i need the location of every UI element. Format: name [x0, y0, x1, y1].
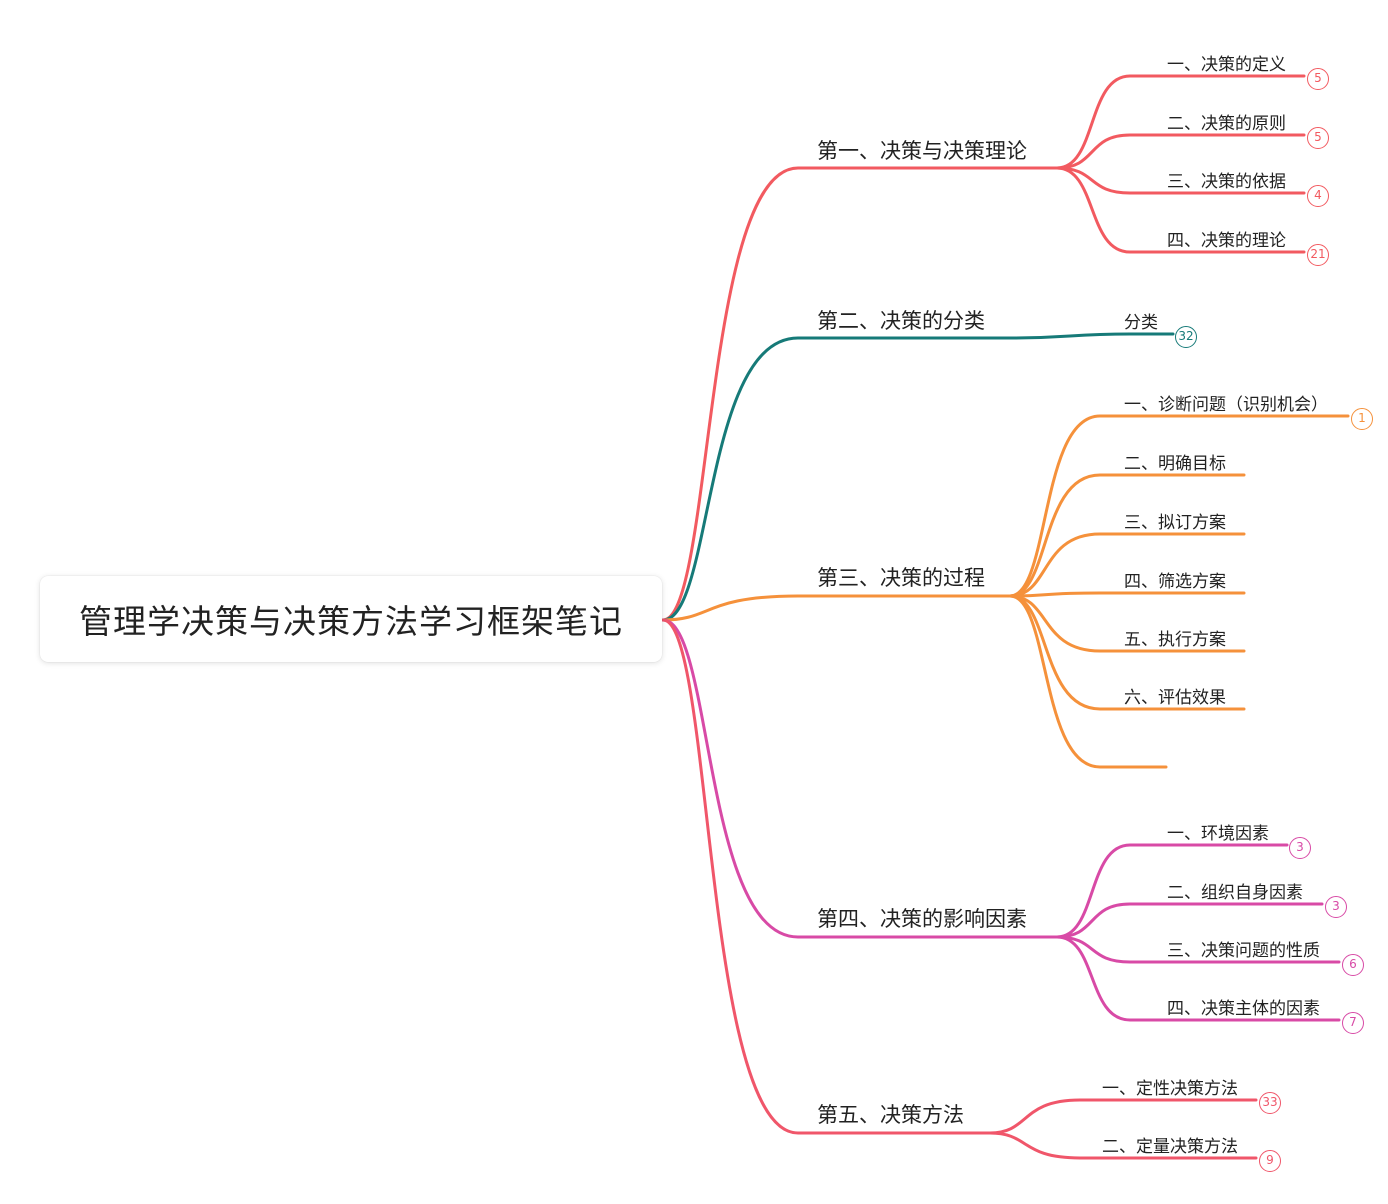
subtopic-connector — [1008, 414, 1350, 598]
subtopic-3-1[interactable]: 一、诊断问题（识别机会） — [1124, 395, 1328, 415]
branch-connector — [661, 594, 1012, 622]
root-topic[interactable]: 管理学决策与决策方法学习框架笔记 — [40, 576, 662, 662]
subtopic-connector — [1055, 935, 1341, 1022]
child-count-badge[interactable]: 3 — [1289, 837, 1311, 859]
subtopic-connector — [1008, 473, 1246, 598]
subtopic-connector — [1008, 332, 1175, 340]
child-count-badge[interactable]: 4 — [1307, 185, 1329, 207]
subtopic-connector — [1055, 166, 1306, 195]
subtopic-connector — [988, 1131, 1258, 1160]
subtopic-1-3[interactable]: 三、决策的依据 — [1167, 172, 1286, 192]
child-count-badge[interactable]: 32 — [1175, 326, 1197, 348]
branch-topic-1[interactable]: 第一、决策与决策理论 — [817, 139, 1027, 163]
subtopic-connector — [1055, 166, 1306, 254]
branch-topic-5[interactable]: 第五、决策方法 — [817, 1103, 964, 1127]
branch-topic-4[interactable]: 第四、决策的影响因素 — [817, 907, 1027, 931]
subtopic-3-3[interactable]: 三、拟订方案 — [1124, 513, 1226, 533]
child-count-badge[interactable]: 1 — [1351, 408, 1373, 430]
child-count-badge[interactable]: 3 — [1325, 896, 1347, 918]
subtopic-5-1[interactable]: 一、定性决策方法 — [1102, 1079, 1238, 1099]
subtopic-connector — [1055, 74, 1306, 170]
subtopic-connector — [988, 1098, 1258, 1135]
branch-connector — [661, 166, 1059, 622]
subtopic-connector — [1055, 935, 1341, 964]
subtopic-connector — [1055, 133, 1306, 170]
subtopic-4-4[interactable]: 四、决策主体的因素 — [1167, 999, 1320, 1019]
branch-connector — [661, 618, 992, 1135]
subtopic-3-4[interactable]: 四、筛选方案 — [1124, 572, 1226, 592]
subtopic-5-2[interactable]: 二、定量决策方法 — [1102, 1137, 1238, 1157]
subtopic-1-1[interactable]: 一、决策的定义 — [1167, 55, 1286, 75]
branch-topic-3[interactable]: 第三、决策的过程 — [817, 566, 985, 590]
subtopic-connector — [1008, 594, 1246, 711]
subtopic-3-2[interactable]: 二、明确目标 — [1124, 454, 1226, 474]
child-count-badge[interactable]: 33 — [1259, 1092, 1281, 1114]
subtopic-3-6[interactable]: 六、评估效果 — [1124, 688, 1226, 708]
child-count-badge[interactable]: 9 — [1259, 1150, 1281, 1172]
subtopic-connector — [1008, 594, 1168, 769]
subtopic-4-3[interactable]: 三、决策问题的性质 — [1167, 941, 1320, 961]
root-topic-label: 管理学决策与决策方法学习框架笔记 — [79, 602, 623, 641]
subtopic-connector — [1055, 902, 1324, 939]
subtopic-4-2[interactable]: 二、组织自身因素 — [1167, 883, 1303, 903]
subtopic-1-4[interactable]: 四、决策的理论 — [1167, 231, 1286, 251]
subtopic-connector — [1008, 591, 1246, 598]
subtopic-4-1[interactable]: 一、环境因素 — [1167, 824, 1269, 844]
branch-connector — [661, 618, 1059, 939]
child-count-badge[interactable]: 6 — [1342, 954, 1364, 976]
child-count-badge[interactable]: 7 — [1342, 1012, 1364, 1034]
subtopic-connector — [1008, 594, 1246, 653]
subtopic-1-2[interactable]: 二、决策的原则 — [1167, 114, 1286, 134]
branch-connector — [661, 336, 1012, 622]
subtopic-connector — [1055, 843, 1289, 939]
subtopic-2-1[interactable]: 分类 — [1124, 313, 1158, 333]
subtopic-connector — [1008, 532, 1246, 598]
child-count-badge[interactable]: 21 — [1307, 244, 1329, 266]
child-count-badge[interactable]: 5 — [1307, 68, 1329, 90]
child-count-badge[interactable]: 5 — [1307, 127, 1329, 149]
branch-topic-2[interactable]: 第二、决策的分类 — [817, 309, 985, 333]
subtopic-3-5[interactable]: 五、执行方案 — [1124, 630, 1226, 650]
